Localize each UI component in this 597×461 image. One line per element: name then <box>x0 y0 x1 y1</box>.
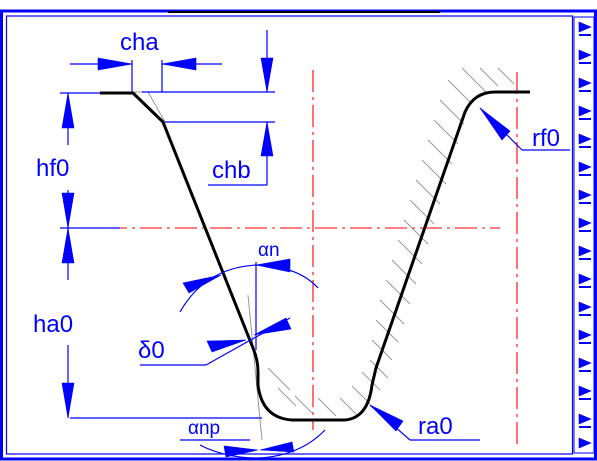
label-alpha-np: αnp <box>188 418 220 439</box>
dim-delta0 <box>140 317 292 366</box>
inner-frame <box>5 15 574 455</box>
dim-ra0 <box>369 404 480 441</box>
center-lines <box>70 70 518 445</box>
side-scrollbar[interactable] <box>573 16 595 454</box>
label-hf0: hf0 <box>36 155 69 182</box>
material-hatching <box>267 67 515 417</box>
dim-hf0-ha0 <box>60 92 262 419</box>
tooth-profile-outline <box>100 90 530 422</box>
label-ha0: ha0 <box>33 311 73 338</box>
outer-frame <box>0 9 597 461</box>
label-cha: cha <box>120 29 159 56</box>
label-ra0: ra0 <box>418 413 453 440</box>
label-alpha-n: αn <box>258 240 280 261</box>
label-chb: chb <box>212 157 251 184</box>
dim-rf0 <box>479 107 570 151</box>
label-rf0: rf0 <box>532 125 560 152</box>
dim-alpha-n <box>179 258 319 350</box>
dim-cha <box>70 57 222 92</box>
scrollbar-arrows[interactable] <box>578 21 592 449</box>
dim-alpha-np <box>180 429 326 459</box>
dim-chb <box>142 30 275 186</box>
label-delta0: δ0 <box>138 337 165 364</box>
